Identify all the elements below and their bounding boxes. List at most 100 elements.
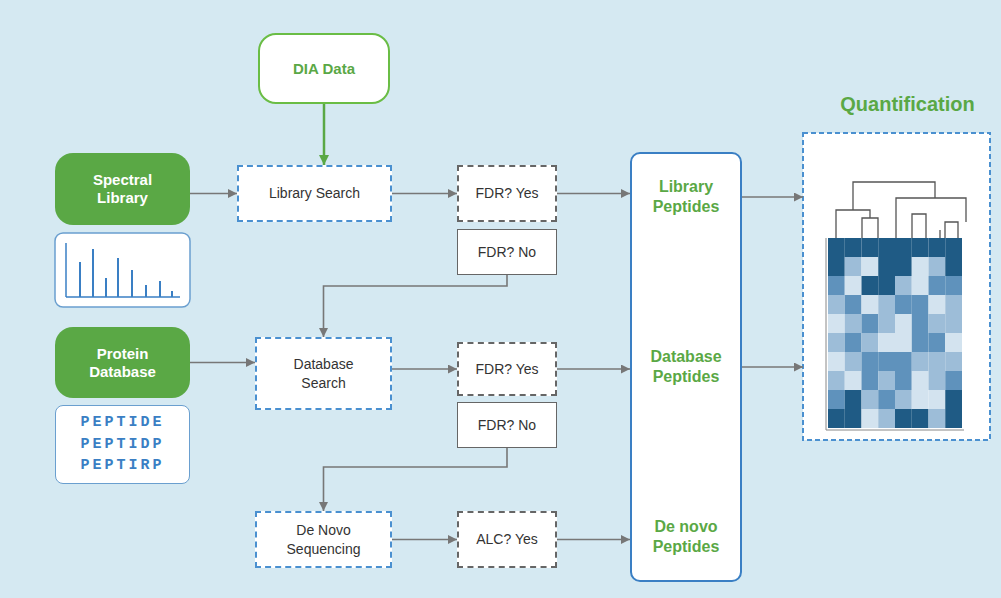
heatmap-cell: [862, 352, 879, 371]
heatmap-cell: [912, 390, 929, 409]
heatmap-cell: [828, 333, 845, 352]
flow-arrow: [557, 193, 630, 195]
node-label: Database Search: [257, 355, 390, 391]
heatmap-cell: [845, 371, 862, 390]
heatmap-cell: [862, 333, 879, 352]
heatmap-cell: [945, 390, 962, 409]
heatmap-cell: [929, 333, 946, 352]
heatmap-cell: [862, 238, 879, 257]
box-heading: Quantification: [840, 92, 974, 116]
heatmap-cell: [845, 276, 862, 295]
result-panel: Library PeptidesDatabase PeptidesDe novo…: [630, 152, 742, 582]
heatmap-cell: [929, 295, 946, 314]
heatmap-cell: [945, 295, 962, 314]
heatmap-cell: [895, 333, 912, 352]
flow-arrow: [392, 539, 457, 541]
heatmap-cell: [895, 371, 912, 390]
heatmap-cell: [912, 295, 929, 314]
heatmap-cell: [878, 352, 895, 371]
node-label: Library Search: [239, 184, 390, 202]
node-label: FDR? No: [458, 243, 556, 261]
heatmap-cell: [828, 276, 845, 295]
heatmap-cell: [828, 352, 845, 371]
heatmap-cell: [895, 276, 912, 295]
heatmap-cell: [912, 371, 929, 390]
heatmap-cell: [878, 257, 895, 276]
heatmap-cell: [895, 257, 912, 276]
flow-arrow: [392, 368, 457, 370]
heatmap-cell: [929, 352, 946, 371]
flow-arrow: [190, 362, 255, 364]
node-label: FDR? No: [458, 416, 556, 434]
check-box: FDR? No: [457, 402, 557, 448]
heatmap-cell: [895, 352, 912, 371]
heatmap-cell: [945, 276, 962, 295]
heatmap-cell: [845, 295, 862, 314]
heatmap-cell: [929, 314, 946, 333]
heatmap-cell: [878, 371, 895, 390]
flow-arrow: [392, 193, 457, 195]
heatmap-cell: [862, 257, 879, 276]
flow-arrow: [324, 448, 508, 511]
process-box: Database Search: [255, 337, 392, 410]
quantification-box: Quantification: [803, 92, 990, 440]
heatmap-cell: [912, 276, 929, 295]
flow-arrow: [742, 196, 803, 198]
node-label: FDR? Yes: [459, 184, 555, 202]
heatmap-cell: [845, 257, 862, 276]
node-label: De Novo Sequencing: [257, 521, 390, 557]
heatmap-cell: [862, 390, 879, 409]
spectrum-icon: [55, 233, 190, 307]
heatmap-cell: [895, 409, 912, 428]
process-box: Library Search: [237, 165, 392, 222]
flow-arrow: [557, 368, 630, 370]
heatmap-cell: [845, 390, 862, 409]
node-label: Library Peptides: [636, 177, 736, 217]
node-label: DIA Data: [284, 60, 364, 78]
node-label: PEPTIDE PEPTIDP PEPTIRP: [73, 412, 173, 477]
heatmap-cell: [912, 409, 929, 428]
heatmap-cell: [895, 295, 912, 314]
heatmap-cell: [895, 314, 912, 333]
heatmap-cell: [912, 257, 929, 276]
heatmap-cell: [912, 352, 929, 371]
flow-arrow: [324, 275, 508, 337]
flow-arrow: [557, 539, 630, 541]
heatmap-cell: [895, 390, 912, 409]
quantification-frame: [803, 133, 990, 440]
node-label: Protein Database: [78, 345, 168, 381]
heatmap-cell: [878, 276, 895, 295]
heatmap-cell: [845, 333, 862, 352]
heatmap-axes: [826, 238, 964, 430]
heatmap-cell: [878, 295, 895, 314]
heatmap-cell: [929, 257, 946, 276]
heatmap-cell: [862, 295, 879, 314]
node-label: Spectral Library: [78, 171, 168, 207]
process-box: De Novo Sequencing: [255, 511, 392, 568]
node-label: FDR? Yes: [459, 360, 555, 378]
heatmap-cell: [929, 409, 946, 428]
heatmap-cell: [878, 314, 895, 333]
heatmap-cell: [862, 409, 879, 428]
flow-arrow: [190, 193, 237, 195]
heatmap-cell: [828, 295, 845, 314]
heatmap-cell: [945, 371, 962, 390]
heatmap-cell: [945, 333, 962, 352]
heatmap-cell: [862, 276, 879, 295]
check-box: ALC? Yes: [457, 511, 557, 568]
heatmap-cell: [878, 390, 895, 409]
flow-arrow: [742, 366, 803, 368]
input-data-box: DIA Data: [258, 33, 390, 104]
heatmap: [828, 238, 962, 428]
heatmap-cell: [929, 371, 946, 390]
heatmap-cell: [828, 390, 845, 409]
heatmap-cell: [929, 390, 946, 409]
source-box: Spectral Library: [55, 153, 190, 225]
heatmap-cell: [862, 314, 879, 333]
heatmap-cell: [828, 257, 845, 276]
heatmap-cell: [828, 409, 845, 428]
heatmap-cell: [912, 333, 929, 352]
